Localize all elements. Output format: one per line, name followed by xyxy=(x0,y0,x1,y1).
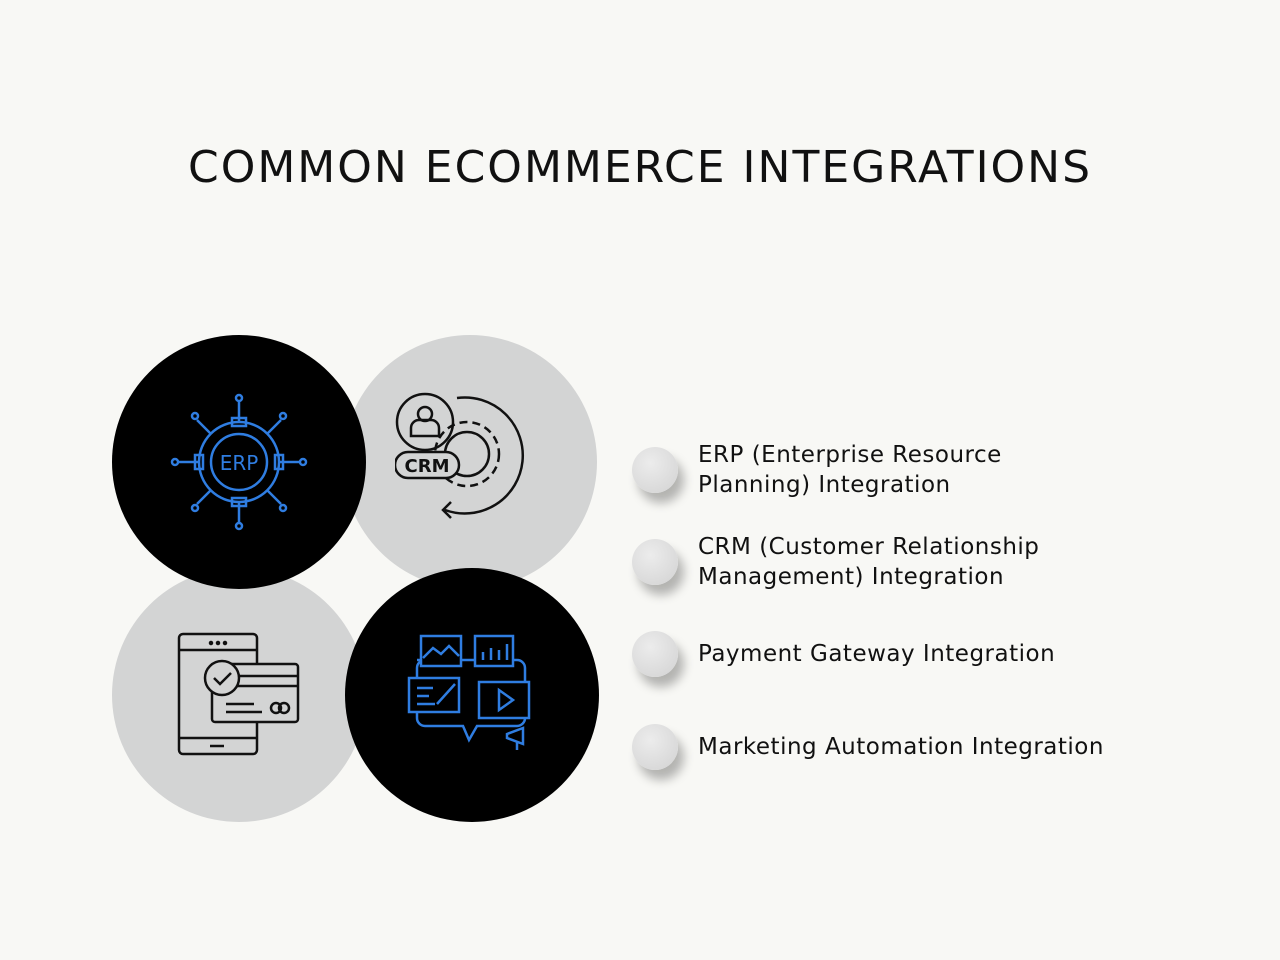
bullet-icon xyxy=(632,724,678,770)
item-label: ERP (Enterprise Resource Planning) Integ… xyxy=(698,442,1002,498)
crm-label: CRM xyxy=(405,456,450,477)
list-item-crm: CRM (Customer Relationship Management) I… xyxy=(632,532,1098,592)
list-item-erp: ERP (Enterprise Resource Planning) Integ… xyxy=(632,440,1058,500)
bullet-icon xyxy=(632,539,678,585)
erp-label: ERP xyxy=(220,451,259,475)
page-title: COMMON ECOMMERCE INTEGRATIONS xyxy=(187,142,1093,193)
marketing-circle xyxy=(345,568,599,822)
item-label: CRM (Customer Relationship Management) I… xyxy=(698,534,1040,590)
crm-circle: CRM xyxy=(343,335,597,589)
marketing-automation-icon xyxy=(407,634,531,750)
mobile-payment-icon xyxy=(177,632,300,756)
crm-gear-icon: CRM xyxy=(395,392,525,519)
item-label: Marketing Automation Integration xyxy=(698,734,1104,760)
payment-circle xyxy=(112,568,366,822)
list-item-payment: Payment Gateway Integration xyxy=(632,631,1178,677)
erp-network-icon: ERP xyxy=(170,393,308,531)
list-item-marketing: Marketing Automation Integration xyxy=(632,724,1178,770)
item-label: Payment Gateway Integration xyxy=(698,641,1056,667)
erp-circle: ERP xyxy=(112,335,366,589)
bullet-icon xyxy=(632,447,678,493)
bullet-icon xyxy=(632,631,678,677)
